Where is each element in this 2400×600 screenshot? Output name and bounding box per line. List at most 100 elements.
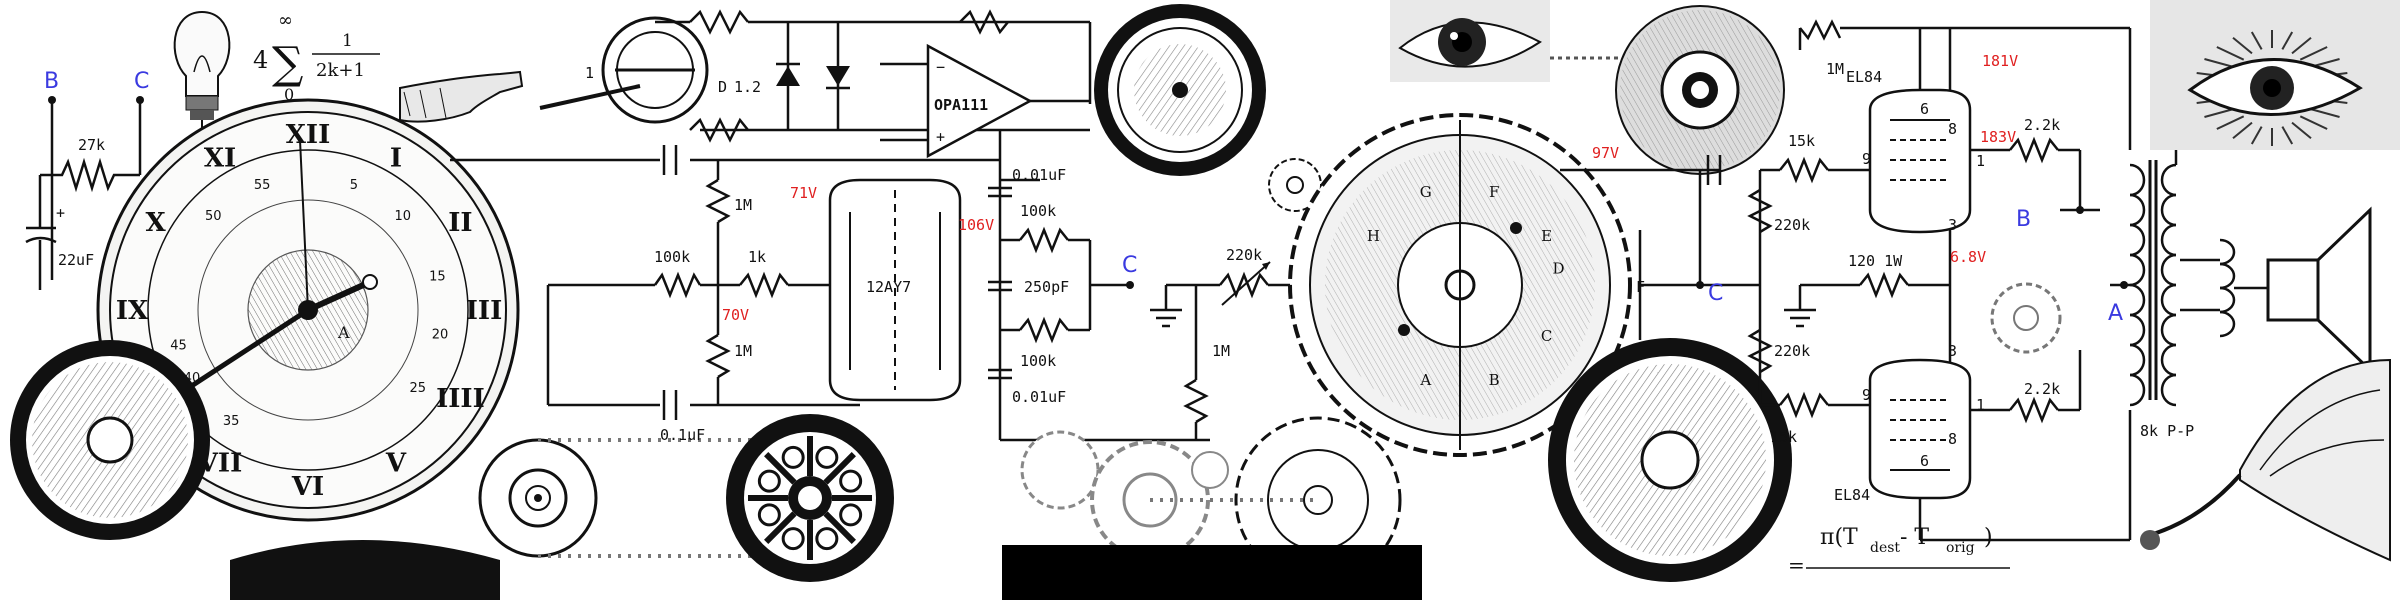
ornament-circle	[1615, 5, 1785, 175]
resistor-100k-a: 100k	[650, 248, 740, 299]
svg-text:1.2: 1.2	[734, 78, 761, 96]
speaker-coil	[2219, 310, 2236, 338]
tube-el84-top: 6 9 8 1 3	[1862, 88, 1985, 234]
clock-minute-label: 10	[394, 209, 411, 224]
svg-text:8: 8	[1948, 430, 1957, 448]
svg-text:1M: 1M	[1826, 60, 1844, 78]
clock-numeral: IIII	[436, 384, 485, 414]
capacitor-0-01uf-bottom: 0.01uF	[988, 368, 1066, 406]
clock-minute-label: 15	[429, 269, 446, 284]
node-b-right: B	[2016, 206, 2100, 232]
voltage-181v: 181V	[1982, 52, 2018, 70]
gear-lace-top	[1094, 4, 1266, 176]
gear-small-center	[1268, 158, 1322, 212]
svg-text:): )	[1984, 525, 1993, 550]
node-c-left: C	[134, 69, 149, 175]
svg-text:9: 9	[1862, 150, 1871, 168]
coil-turn	[2129, 223, 2146, 257]
svg-text:1: 1	[585, 64, 594, 82]
gear-hole	[839, 503, 863, 527]
clock-numeral: VI	[291, 472, 324, 502]
ray	[2291, 36, 2312, 55]
gear-hole	[839, 469, 863, 493]
svg-text:8k P-P: 8k P-P	[2140, 422, 2194, 440]
node-a-right: A	[2108, 281, 2130, 326]
coil-turn	[2160, 193, 2177, 227]
gear-black-bottom-left	[230, 540, 500, 600]
gear-spoked-bottom	[726, 414, 894, 582]
ray	[2299, 46, 2328, 61]
svg-text:+: +	[56, 204, 65, 222]
gear-hole	[781, 527, 805, 551]
node-b-left: B	[44, 69, 59, 280]
coil-turn	[2160, 283, 2177, 317]
svg-text:4: 4	[253, 46, 268, 74]
svg-text:EL84: EL84	[1834, 486, 1870, 504]
opamp-feedback	[655, 9, 1092, 143]
eye-icon	[1390, 0, 1636, 82]
coil-turn	[2129, 343, 2146, 377]
resistor-2-2k-b: 2.2k	[1970, 350, 2082, 424]
engraving-letter: F	[1489, 183, 1499, 201]
node-c-mid: C	[1122, 253, 1137, 289]
gear-spoke	[823, 452, 856, 485]
gear-lace-left	[10, 340, 210, 540]
svg-text:0.01uF: 0.01uF	[1012, 388, 1066, 406]
gear-spoke	[823, 511, 856, 544]
resistor-100k-b: 100k	[1000, 202, 1090, 254]
svg-text:1M: 1M	[734, 196, 752, 214]
clock-numeral: III	[466, 296, 503, 326]
svg-text:12AY7: 12AY7	[866, 278, 911, 296]
resistor-1m-b: 1M	[705, 285, 752, 405]
clock-minute-label: 45	[170, 339, 187, 354]
svg-text:2.2k: 2.2k	[2024, 380, 2060, 398]
resistor-1m-c: 1M	[1183, 285, 1230, 440]
ray	[2281, 31, 2294, 50]
pulley-small	[478, 438, 598, 558]
clock-minute-label: 50	[205, 209, 222, 224]
resistor-1k: 1k	[739, 248, 830, 299]
clock-numeral: II	[448, 208, 472, 238]
svg-text:1: 1	[342, 31, 353, 51]
svg-text:3: 3	[1948, 216, 1957, 234]
clock-numeral: V	[385, 448, 407, 478]
clock-numeral: IX	[116, 296, 149, 326]
ray	[2281, 126, 2294, 145]
opamp-opa111: OPA111 − +	[880, 43, 1090, 159]
svg-text:6: 6	[1920, 452, 1929, 470]
speaker-coil	[2219, 262, 2236, 290]
resistor-15k-b: 15k	[1760, 391, 1880, 446]
svg-text:9: 9	[1862, 386, 1871, 404]
svg-text:∞: ∞	[278, 10, 293, 31]
speaker-icon	[2180, 206, 2372, 374]
clock-numeral: XII	[286, 120, 331, 150]
capacitor-0-1uf: 0.1uF	[660, 390, 705, 444]
gear-hole	[757, 469, 781, 493]
engraving-letter: E	[1541, 227, 1552, 245]
coil-turn	[2129, 163, 2146, 197]
black-bar	[1002, 545, 1422, 600]
svg-text:2k+1: 2k+1	[316, 60, 365, 81]
svg-text:orig: orig	[1946, 540, 1975, 556]
engraving-letter: C	[1541, 327, 1552, 345]
svg-text:0.01uF: 0.01uF	[1012, 166, 1066, 184]
coil-turn	[2160, 313, 2177, 347]
ray	[2250, 31, 2263, 50]
svg-text:0: 0	[284, 85, 294, 104]
ray	[2291, 121, 2312, 140]
ground-symbol-mid	[1150, 285, 1182, 328]
svg-text:100k: 100k	[654, 248, 690, 266]
svg-text:D: D	[718, 78, 727, 96]
output-transformer: 8k P-P	[2129, 140, 2194, 440]
engraving-letter: D	[1552, 260, 1564, 278]
svg-text:250pF: 250pF	[1024, 278, 1069, 296]
svg-text:15k: 15k	[1788, 132, 1815, 150]
svg-text:1M: 1M	[1212, 342, 1230, 360]
gramophone-icon	[2140, 358, 2391, 562]
capacitor-0-01uf-top: 0.01uF	[988, 166, 1066, 198]
svg-text:C: C	[134, 69, 149, 94]
formula-pi: = π(T dest - T orig )	[1788, 525, 2010, 577]
coil-turn	[2129, 253, 2146, 287]
light-bulb-icon	[173, 10, 231, 150]
engraving-letter: G	[1420, 183, 1432, 201]
